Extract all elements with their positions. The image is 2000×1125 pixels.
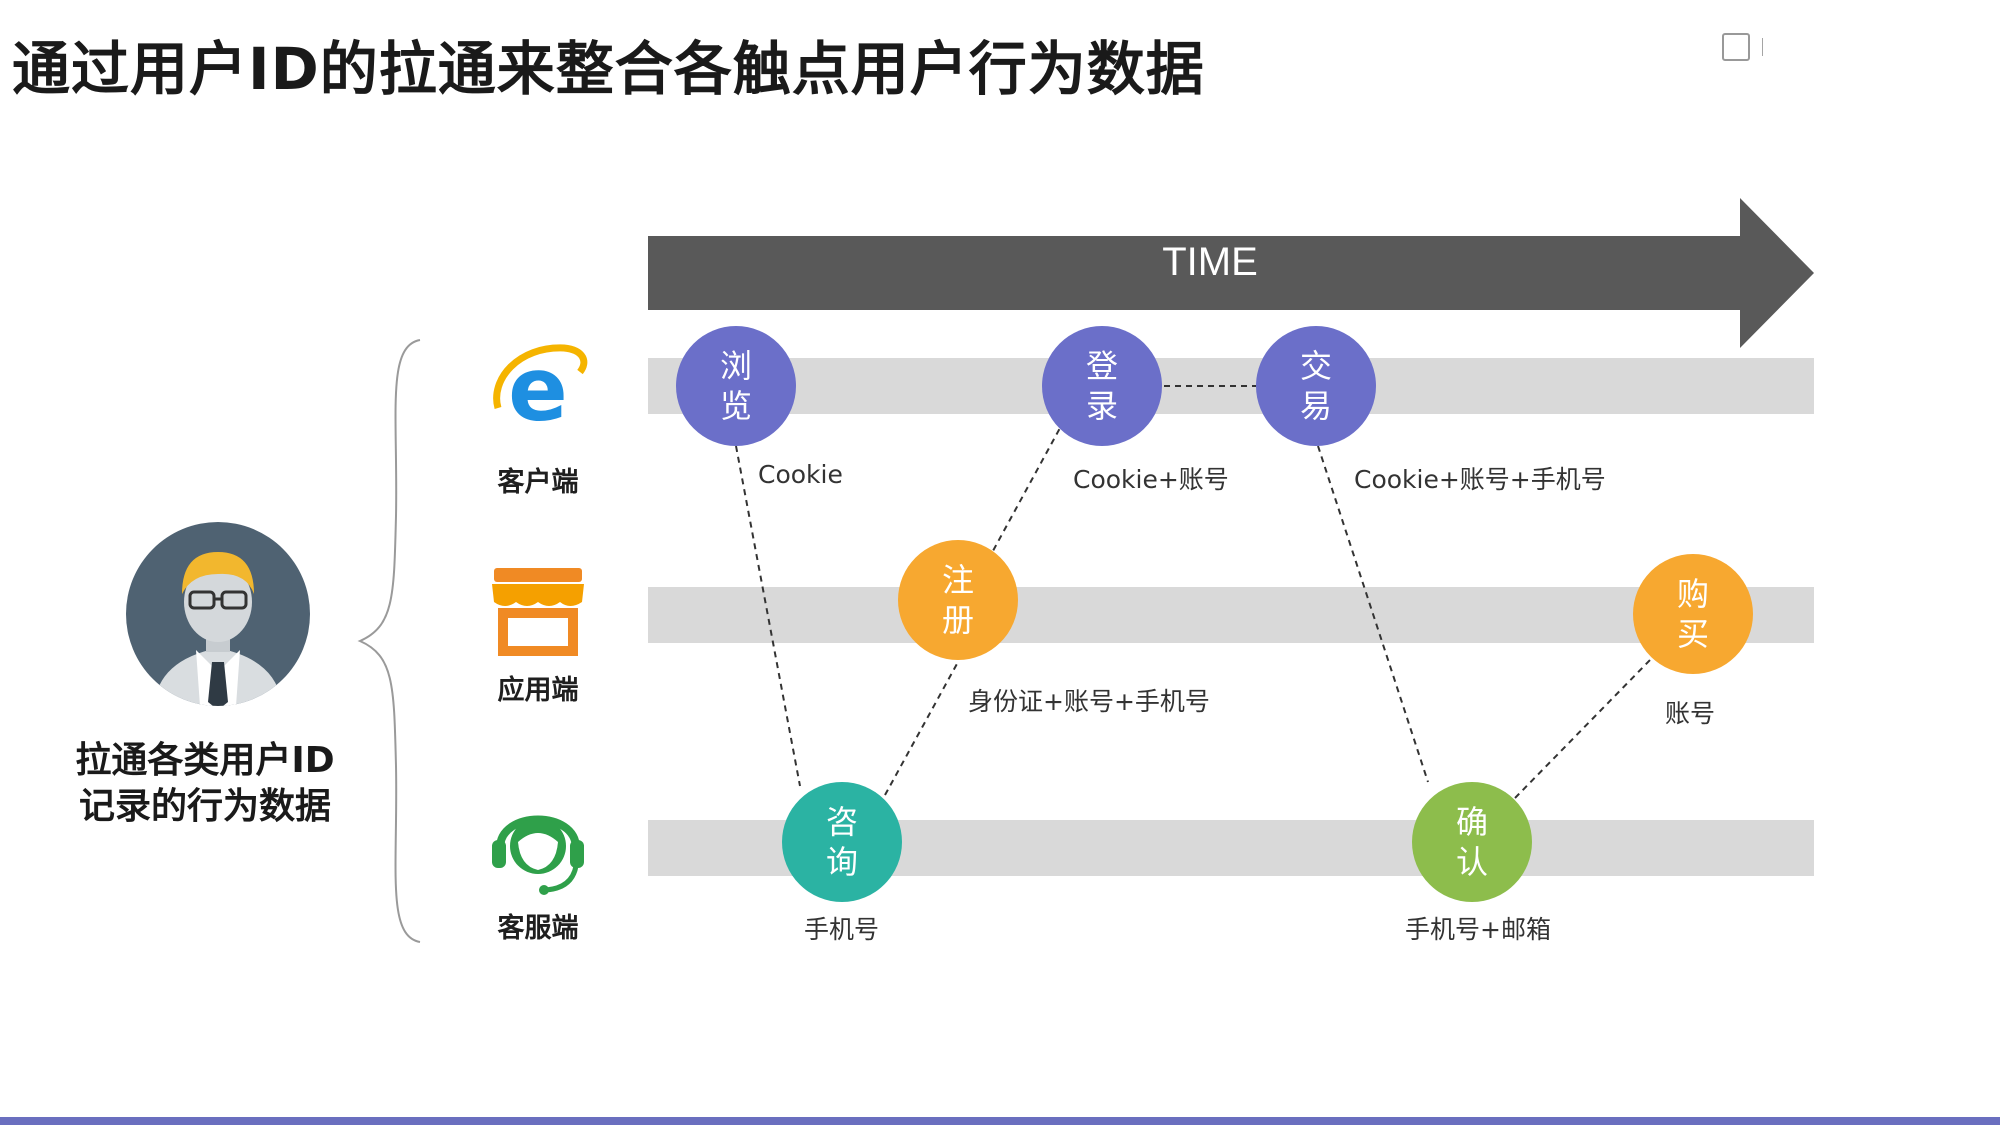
id-label-browse: Cookie — [758, 460, 843, 489]
time-label: TIME — [1162, 240, 1258, 284]
node-purchase: 购买 — [1633, 554, 1753, 674]
lane-app — [648, 587, 1814, 643]
node-browse-label: 浏览 — [719, 347, 752, 425]
node-register: 注册 — [898, 540, 1018, 660]
node-browse: 浏览 — [676, 326, 796, 446]
node-trade-label: 交易 — [1299, 347, 1332, 425]
link-confirm-purchase — [1514, 659, 1651, 799]
svg-text:e: e — [508, 340, 568, 436]
node-purchase-label: 购买 — [1676, 575, 1709, 653]
brand-logo — [1722, 33, 1934, 61]
time-arrow — [648, 198, 1814, 348]
id-label-login: Cookie+账号 — [1073, 465, 1229, 494]
link-trade-confirm — [1317, 445, 1429, 783]
footer-bar — [0, 1117, 2000, 1125]
id-label-purchase: 账号 — [1665, 699, 1716, 728]
node-consult: 咨询 — [782, 782, 902, 902]
curly-brace — [357, 339, 421, 943]
link-register-login — [987, 427, 1061, 561]
id-label-register: 身份证+账号+手机号 — [968, 687, 1210, 716]
node-confirm-label: 确认 — [1455, 803, 1488, 881]
ie-browser-icon: e — [493, 340, 588, 436]
node-confirm: 确认 — [1412, 782, 1532, 902]
id-label-trade: Cookie+账号+手机号 — [1354, 465, 1606, 494]
page-title: 通过用户ID的拉通来整合各触点用户行为数据 — [12, 35, 1205, 103]
user-avatar-icon — [126, 522, 310, 706]
link-browse-consult — [735, 445, 801, 787]
id-label-consult: 手机号 — [804, 915, 880, 944]
node-login-label: 登录 — [1085, 347, 1118, 425]
user-caption-line1: 拉通各类用户ID — [75, 740, 335, 781]
user-caption: 拉通各类用户ID 记录的行为数据 — [40, 738, 370, 830]
id-label-confirm: 手机号+邮箱 — [1405, 915, 1551, 944]
store-icon — [492, 568, 584, 656]
headset-icon — [492, 815, 584, 895]
channel-label-client: 客户端 — [497, 467, 579, 498]
node-register-label: 注册 — [941, 561, 974, 639]
channel-label-service: 客服端 — [497, 913, 579, 944]
logo-icon — [1722, 33, 1750, 61]
node-consult-label: 咨询 — [825, 803, 858, 881]
node-trade: 交易 — [1256, 326, 1376, 446]
link-consult-register — [884, 661, 959, 796]
user-caption-line2: 记录的行为数据 — [78, 786, 331, 827]
logo-separator — [1762, 38, 1763, 56]
node-login: 登录 — [1042, 326, 1162, 446]
channel-label-app: 应用端 — [497, 675, 579, 706]
